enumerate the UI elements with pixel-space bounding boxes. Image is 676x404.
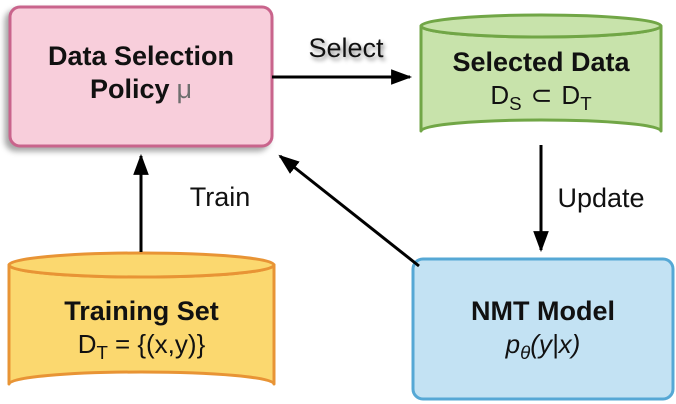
training-set-cylinder-lid xyxy=(7,251,276,279)
model-feedback-arrow xyxy=(278,154,420,268)
training-set-cylinder-body xyxy=(7,263,276,386)
selected-data-cylinder-lid xyxy=(419,13,663,39)
nmt-model-node-shape xyxy=(411,257,675,401)
train-arrow-label: Train xyxy=(189,182,251,212)
select-arrow-label: Select xyxy=(308,33,384,63)
update-arrow-label: Update xyxy=(557,183,645,213)
selected-data-cylinder-body xyxy=(419,24,663,133)
policy-node-shape xyxy=(8,5,274,148)
